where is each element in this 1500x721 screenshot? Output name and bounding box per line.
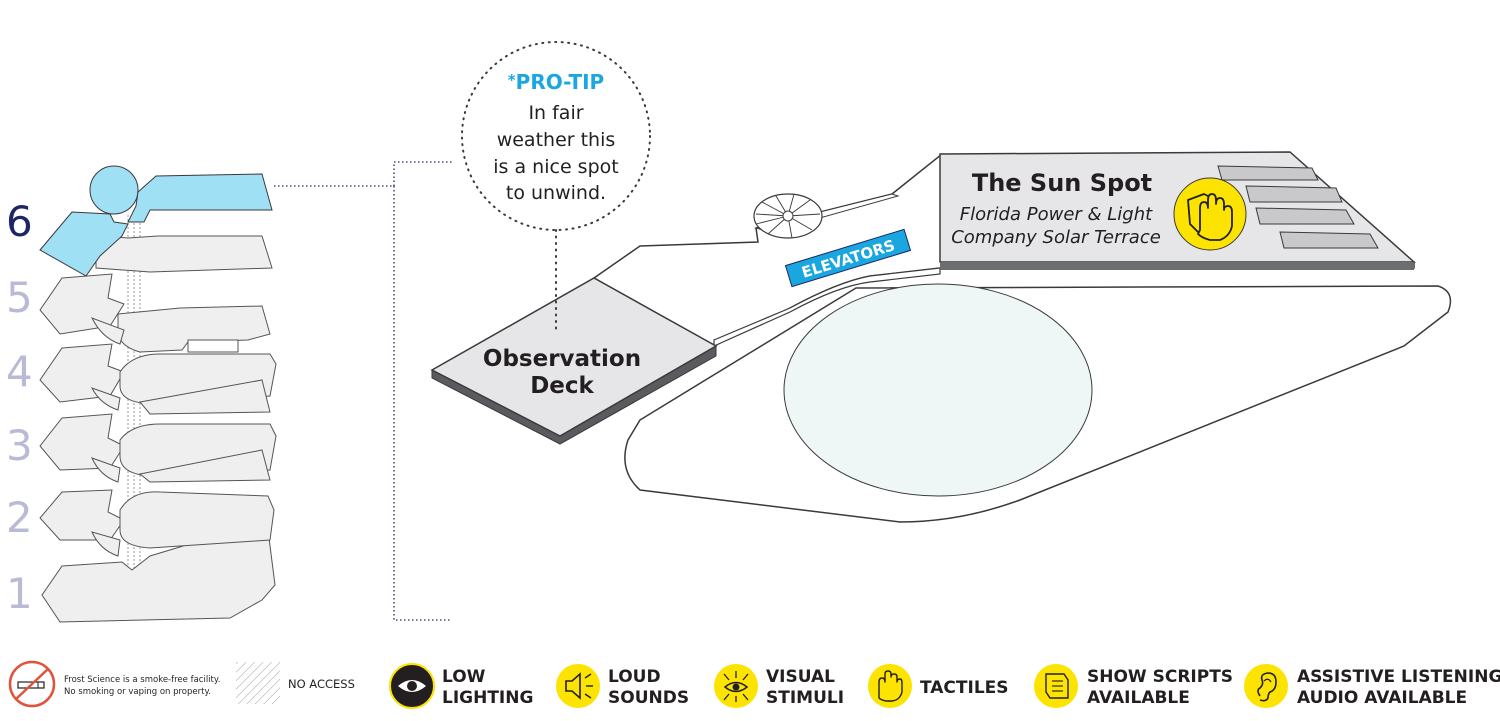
observation-deck-label-line1: Observation [483,346,641,372]
tactile-hand-icon [1173,177,1247,251]
legend-assistive-listening-line1: ASSISTIVE LISTENING [1297,667,1500,687]
floor-number-1[interactable]: 1 [6,569,33,618]
burst-eye-icon [714,664,758,708]
floor-6-plan[interactable] [39,211,129,277]
script-icon [1034,664,1078,708]
pool-oculus [783,283,1093,497]
legend-low-lighting-line2: LIGHTING [442,688,533,708]
legend-show-scripts-line1: SHOW SCRIPTS [1087,667,1233,687]
smoke-free-line-1: Frost Science is a smoke-free facility. [64,675,220,685]
floor-2-plan[interactable] [39,489,125,541]
floor-stack [39,165,277,623]
floor-number-2[interactable]: 2 [6,493,33,542]
pro-tip-title: *PRO-TIP [508,70,604,94]
floor-2-wing[interactable] [119,491,275,549]
floor-number-5[interactable]: 5 [6,273,33,322]
legend-low-lighting-line1: LOW [442,667,486,687]
pro-tip-line-4: to unwind. [506,182,606,204]
legend-visual-stimuli-line1: VISUAL [766,667,835,687]
sun-spot-subtitle-line2: Company Solar Terrace [951,227,1161,248]
no-access-swatch [236,662,280,704]
legend-loud-sounds-line2: SOUNDS [608,688,689,708]
pro-tip-bubble: *PRO-TIP In fair weather this is a nice … [461,41,651,335]
floor-number-4[interactable]: 4 [6,347,33,396]
floor-4-plan[interactable] [39,343,125,403]
floor-number-6[interactable]: 6 [6,197,33,246]
pro-tip-line-3: is a nice spot [493,156,618,178]
floor-3-plan[interactable] [39,413,125,471]
callout-connector [274,161,452,621]
legend-show-scripts-line2: AVAILABLE [1087,688,1190,708]
pro-tip-line-1: In fair [528,102,583,124]
speaker-icon [556,664,600,708]
fan-icon [753,193,823,239]
observation-deck[interactable]: Observation Deck [430,277,718,445]
solar-panels [1217,165,1379,249]
legend-loud-sounds-line1: LOUD [608,667,661,687]
floor-1-plan[interactable] [41,523,276,623]
pro-tip-line-2: weather this [497,129,616,151]
floor-6-rotunda [89,165,139,215]
sun-spot-subtitle-line1: Florida Power & Light [960,204,1153,225]
floor-numbers: 6 5 4 3 2 1 [6,197,33,618]
legend-visual-stimuli-line2: STIMULI [766,688,844,708]
floor-5-plan[interactable] [39,273,125,335]
no-access-label: NO ACCESS [288,677,355,691]
legend-assistive-listening-line2: AUDIO AVAILABLE [1297,688,1467,708]
floor-number-3[interactable]: 3 [6,421,33,470]
hand-icon [868,664,912,708]
ear-icon [1244,664,1288,708]
pro-tip-asterisk: * [508,71,516,89]
no-smoking-icon [8,660,56,708]
floor-6-detail: ELEVATORS Observation Deck The Sun Spot … [430,41,1452,523]
legend: Frost Science is a smoke-free facility. … [8,660,1500,709]
pro-tip-title-text: PRO-TIP [516,70,605,94]
eye-icon [389,663,435,709]
observation-deck-label-line2: Deck [530,373,594,399]
legend-tactiles: TACTILES [920,678,1009,698]
smoke-free-line-2: No smoking or vaping on property. [64,687,211,697]
floor-6-terrace[interactable] [127,173,273,223]
sun-spot-title: The Sun Spot [972,169,1152,197]
